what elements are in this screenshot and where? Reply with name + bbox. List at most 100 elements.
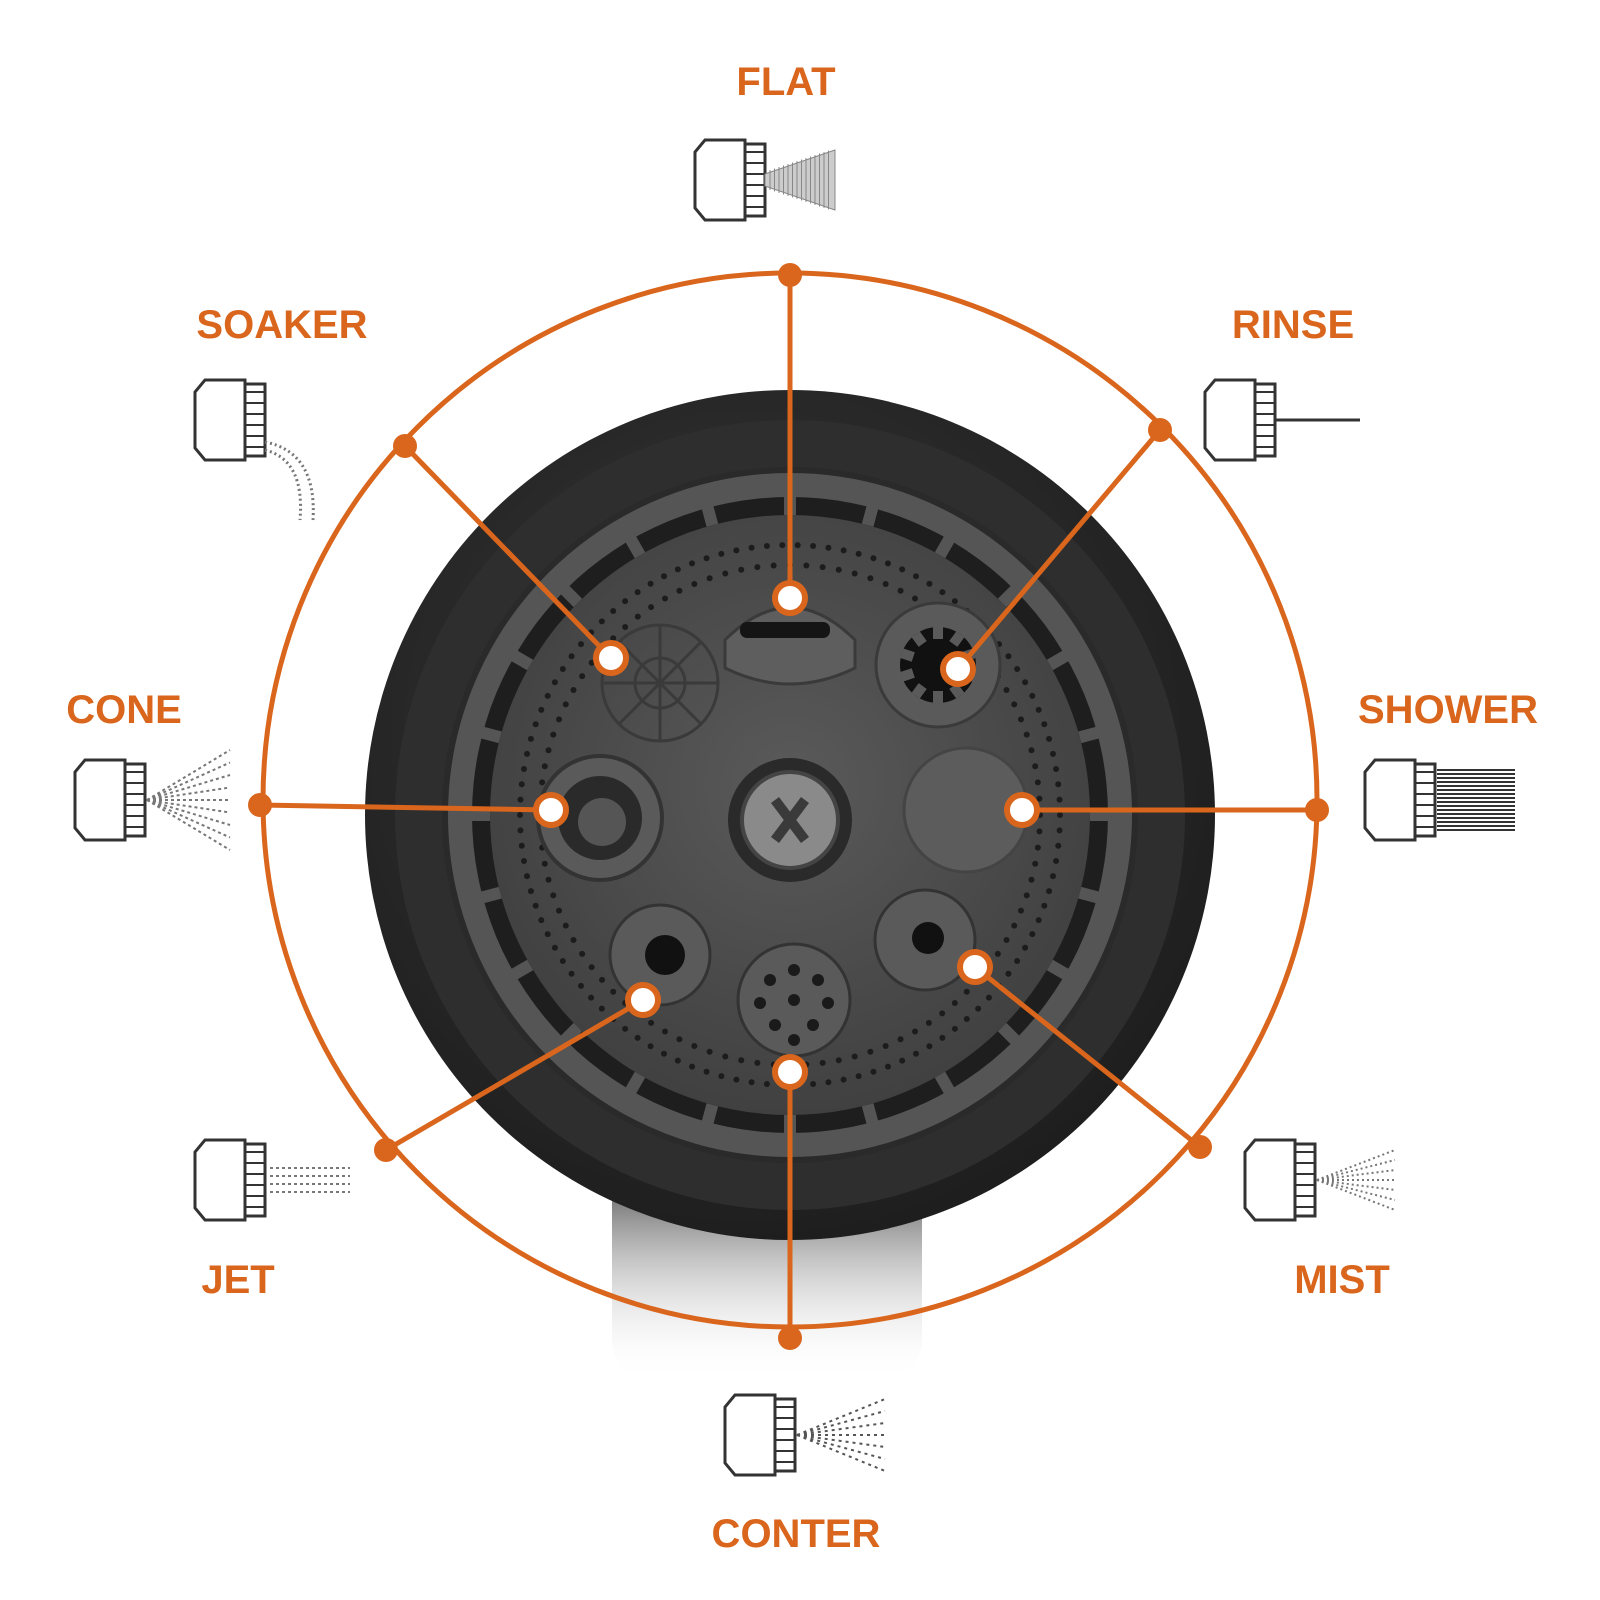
mist-outlet bbox=[873, 888, 977, 992]
soaker-hole bbox=[674, 566, 681, 573]
soaker-hole bbox=[763, 542, 770, 549]
soaker-hole bbox=[660, 573, 667, 580]
soaker-hole bbox=[851, 570, 858, 577]
center-spray-icon bbox=[715, 1375, 886, 1495]
soaker-hole bbox=[1041, 902, 1048, 909]
soaker-hole bbox=[539, 779, 546, 786]
soaker-hole bbox=[622, 1025, 629, 1032]
soaker-hole bbox=[851, 1053, 858, 1060]
soaker-hole bbox=[1003, 937, 1010, 943]
soaker-hole bbox=[676, 1036, 683, 1043]
soaker-hole bbox=[1034, 779, 1041, 786]
soaker-hole bbox=[1003, 687, 1010, 693]
flat-outlet bbox=[723, 606, 857, 686]
jet-spray-icon-graphic bbox=[193, 1138, 350, 1222]
cone-label: CONE bbox=[66, 688, 182, 732]
soaker-hole bbox=[770, 562, 777, 569]
shower-ring-marker bbox=[1305, 798, 1329, 822]
gear-tooth bbox=[911, 683, 927, 699]
soaker-hole bbox=[517, 827, 524, 834]
soaker-hole bbox=[520, 858, 527, 865]
soaker-hole bbox=[1056, 827, 1063, 834]
soaker-hole bbox=[1023, 892, 1030, 899]
soaker-hole bbox=[763, 1081, 770, 1088]
soaker-hole bbox=[913, 1050, 920, 1057]
soaker-hole bbox=[551, 679, 558, 686]
rib bbox=[861, 1103, 880, 1128]
perf-hole bbox=[807, 1019, 819, 1031]
rib bbox=[477, 886, 502, 905]
soaker-hole bbox=[897, 1036, 904, 1043]
soaker-hole bbox=[579, 673, 586, 680]
conter-outlet-marker bbox=[772, 1054, 808, 1090]
soaker-hole bbox=[647, 580, 654, 587]
soaker-hole bbox=[691, 581, 698, 588]
mist-outlet-marker bbox=[957, 949, 993, 985]
flat-spray-icon-graphic bbox=[693, 138, 836, 222]
soaker-label: SOAKER bbox=[196, 303, 368, 347]
soaker-hole bbox=[718, 550, 725, 557]
soaker-hole bbox=[622, 624, 629, 631]
soaker-hole bbox=[1034, 844, 1041, 851]
soaker-hole bbox=[722, 1053, 729, 1060]
soaker-hole bbox=[867, 575, 874, 582]
soaker-hole bbox=[689, 1063, 696, 1070]
rib bbox=[1078, 886, 1103, 905]
soaker-hole bbox=[870, 1068, 877, 1075]
rib bbox=[700, 1103, 719, 1128]
soaker-hole bbox=[691, 1042, 698, 1049]
soaker-hole bbox=[913, 573, 920, 580]
flat-ring-marker bbox=[778, 263, 802, 287]
soaker-hole bbox=[610, 988, 617, 995]
soaker-hole bbox=[545, 876, 552, 883]
soaker-hole bbox=[532, 902, 539, 909]
soaker-hole bbox=[527, 735, 534, 742]
rib bbox=[934, 533, 957, 559]
soaker-hole bbox=[622, 598, 629, 605]
mist-spray-icon bbox=[1235, 1120, 1405, 1240]
soaker-hole bbox=[588, 659, 595, 666]
center-spray-icon-graphic bbox=[723, 1393, 886, 1477]
soaker-hole bbox=[662, 1028, 668, 1035]
soaker-hole bbox=[551, 944, 558, 951]
soaker-hole bbox=[870, 555, 877, 562]
soaker-hole bbox=[912, 595, 918, 602]
soaker-hole bbox=[610, 607, 617, 614]
conter-outlet bbox=[736, 942, 852, 1058]
soaker-hole bbox=[676, 587, 683, 594]
soaker-hole bbox=[562, 922, 569, 929]
soaker-hole bbox=[577, 641, 584, 648]
soaker-hole bbox=[899, 1057, 906, 1064]
soaker-hole bbox=[518, 842, 525, 849]
soaker-hole bbox=[544, 931, 551, 938]
soaker-hole bbox=[598, 618, 605, 625]
soaker-hole bbox=[1005, 970, 1012, 977]
conter-label: CONTER bbox=[711, 1512, 881, 1556]
soaker-hole bbox=[1022, 944, 1029, 951]
soaker-hole bbox=[559, 666, 566, 673]
rib bbox=[508, 648, 534, 671]
soaker-hole bbox=[1055, 842, 1062, 849]
soaker-hole bbox=[975, 1005, 982, 1012]
soaker-hole bbox=[1029, 692, 1036, 699]
soaker-hole bbox=[1032, 860, 1039, 867]
soaker-hole bbox=[1032, 763, 1039, 770]
perf-hole bbox=[788, 994, 800, 1006]
soaker-hole bbox=[577, 982, 584, 989]
soaker-hole bbox=[517, 796, 524, 803]
soaker-hole bbox=[985, 994, 992, 1001]
jet-spray-icon bbox=[185, 1120, 355, 1240]
soaker-hole bbox=[994, 950, 1001, 957]
soaker-hole bbox=[545, 747, 552, 754]
rib bbox=[1078, 725, 1103, 744]
perf-hole bbox=[788, 964, 800, 976]
flat-label: FLAT bbox=[736, 60, 836, 104]
soaker-hole bbox=[1035, 917, 1042, 924]
mist-label: MIST bbox=[1294, 1258, 1390, 1302]
rib bbox=[477, 725, 502, 744]
rib bbox=[997, 1022, 1022, 1047]
soaker-hole bbox=[939, 1034, 946, 1041]
soaker-hole bbox=[855, 550, 862, 557]
cone-ring-marker bbox=[248, 793, 272, 817]
rib bbox=[558, 583, 583, 608]
